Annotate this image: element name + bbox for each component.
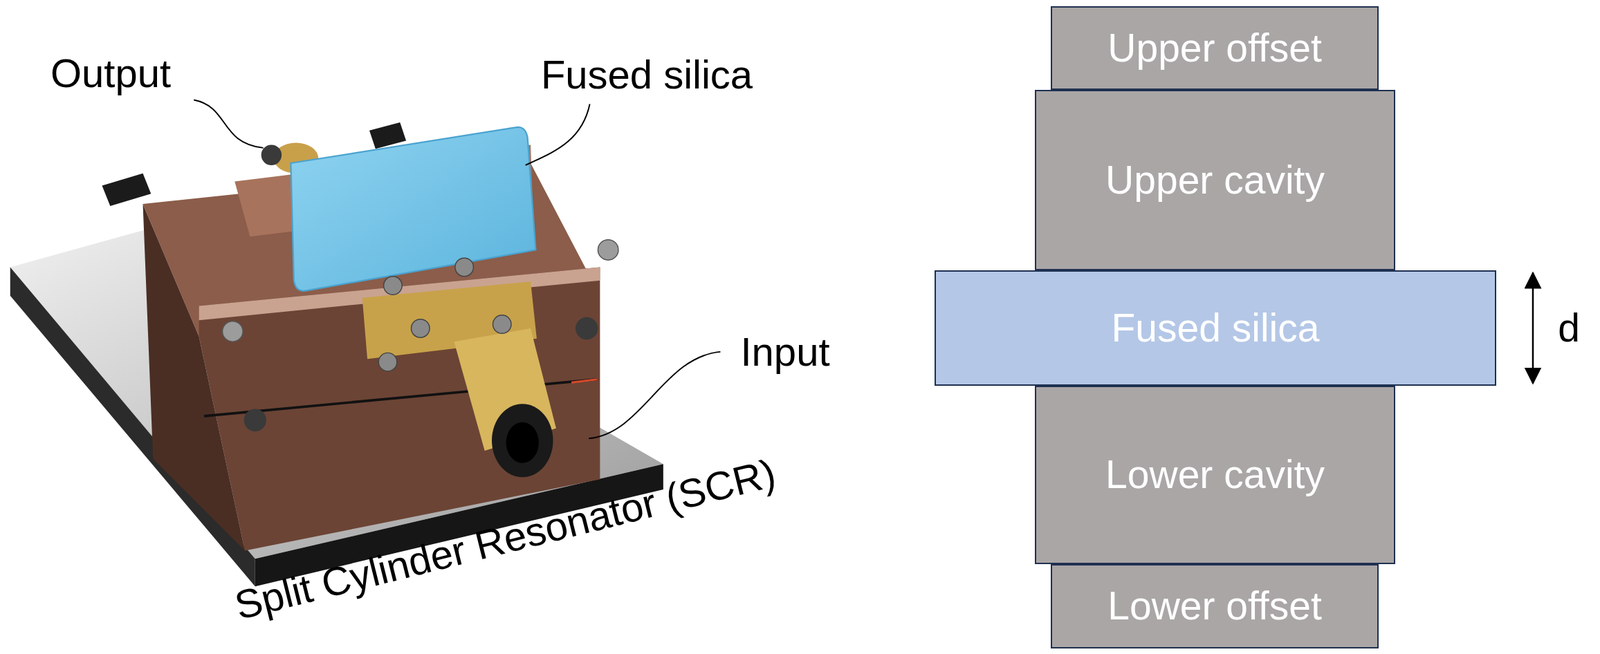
screw xyxy=(492,315,512,335)
screw xyxy=(222,321,244,343)
cavity-box: Upper cavity xyxy=(1034,89,1396,271)
offset-box: Lower offset xyxy=(1050,564,1379,649)
input-connector-hole xyxy=(506,422,539,464)
hole xyxy=(575,317,598,340)
leader-line xyxy=(193,100,263,149)
screw xyxy=(597,240,619,261)
box-label: Upper offset xyxy=(1107,25,1322,72)
part-label: Output xyxy=(50,50,171,97)
part-label: Input xyxy=(740,329,831,376)
pin xyxy=(369,122,407,149)
box-label: Lower offset xyxy=(1107,583,1322,630)
hole xyxy=(244,409,267,432)
part-label: Fused silica xyxy=(540,51,753,99)
dimension-label: d xyxy=(1557,305,1580,352)
screw xyxy=(455,258,474,277)
box-label: Upper cavity xyxy=(1105,157,1325,204)
sample-band: Fused silica xyxy=(934,270,1497,386)
box-label: Fused silica xyxy=(1111,305,1320,352)
offset-box: Upper offset xyxy=(1050,6,1379,90)
leader-line xyxy=(588,352,721,439)
cavity-box: Lower cavity xyxy=(1034,385,1396,565)
output-connector-end xyxy=(261,144,283,166)
screw xyxy=(383,276,403,296)
split-glint xyxy=(571,379,597,383)
box-label: Lower cavity xyxy=(1105,452,1325,499)
screw xyxy=(410,319,430,339)
input-connector-end xyxy=(491,403,554,478)
fused-silica-plate xyxy=(290,127,536,292)
dimension-arrow xyxy=(1532,273,1535,384)
device-caption: Split Cylinder Resonator (SCR) xyxy=(230,450,781,630)
screw xyxy=(378,352,398,372)
pin xyxy=(102,173,152,207)
leader-line xyxy=(525,103,591,166)
